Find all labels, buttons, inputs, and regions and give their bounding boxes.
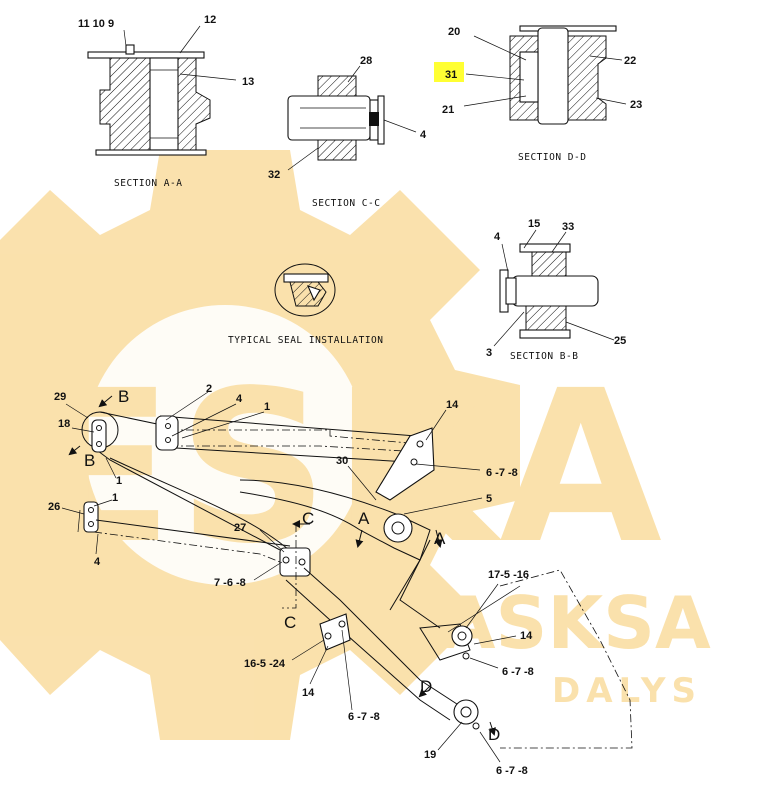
marker-d-top: D: [420, 677, 432, 696]
label-6-7-8-d: 6 -7 -8: [496, 765, 528, 777]
label-26: 26: [48, 501, 60, 513]
label-5: 5: [486, 493, 492, 505]
label-14-right: 14: [520, 630, 533, 642]
label-11-10-9: 11 10 9: [78, 18, 114, 30]
watermark-sub1: DASKSA: [380, 581, 711, 665]
marker-c-top: C: [302, 509, 314, 528]
gear-watermark-icon: [0, 150, 520, 740]
seal-caption: TYPICAL SEAL INSTALLATION: [228, 335, 384, 346]
watermark-main: ESKA: [30, 345, 666, 590]
highlight-31: [434, 62, 464, 82]
label-7-6-8: 7 -6 -8: [214, 577, 246, 589]
section-bb-view: [493, 229, 615, 347]
label-28: 28: [360, 55, 372, 67]
section-dd-caption: SECTION D-D: [518, 152, 586, 163]
marker-b-bottom: B: [84, 451, 95, 470]
label-21: 21: [442, 104, 454, 116]
label-29: 29: [54, 391, 66, 403]
label-4-cc: 4: [420, 129, 427, 141]
label-12: 12: [204, 14, 216, 26]
marker-a-left: A: [358, 509, 370, 528]
watermark: ESKA DASKSA DALYS: [0, 150, 711, 740]
label-1-26: 1: [112, 492, 118, 504]
label-25: 25: [614, 335, 626, 347]
label-20: 20: [448, 26, 460, 38]
label-27: 27: [234, 522, 246, 534]
label-17-5-16: 17-5 -16: [488, 569, 529, 581]
label-15: 15: [528, 218, 540, 230]
label-19: 19: [424, 749, 436, 761]
label-4-bb: 4: [494, 231, 501, 243]
label-6-7-8-a: 6 -7 -8: [486, 467, 518, 479]
section-dd-view: [463, 25, 627, 125]
section-aa-view: [87, 25, 237, 156]
section-bb-caption: SECTION B-B: [510, 351, 578, 362]
label-6-7-8-b: 6 -7 -8: [502, 666, 534, 678]
label-6-7-8-c: 6 -7 -8: [348, 711, 380, 723]
label-14-bottom: 14: [302, 687, 315, 699]
label-32: 32: [268, 169, 280, 181]
label-30: 30: [336, 455, 348, 467]
label-23: 23: [630, 99, 642, 111]
label-13: 13: [242, 76, 254, 88]
marker-c-bottom: C: [284, 613, 296, 632]
linkage-assembly: [61, 391, 633, 763]
section-cc-view: [287, 65, 417, 171]
label-1-top: 1: [264, 401, 270, 413]
marker-b-top: B: [118, 387, 129, 406]
label-3: 3: [486, 347, 492, 359]
label-14-top: 14: [446, 399, 459, 411]
label-2: 2: [206, 383, 212, 395]
marker-d-bottom: D: [488, 725, 500, 744]
label-4-top: 4: [236, 393, 243, 405]
marker-a-right: A: [434, 529, 446, 548]
label-16-5-24: 16-5 -24: [244, 658, 286, 670]
label-31: 31: [445, 69, 457, 81]
label-22: 22: [624, 55, 636, 67]
label-33: 33: [562, 221, 574, 233]
watermark-sub2: DALYS: [552, 671, 702, 711]
label-1-left: 1: [116, 475, 122, 487]
label-4-26: 4: [94, 556, 101, 568]
label-18: 18: [58, 418, 70, 430]
section-cc-caption: SECTION C-C: [312, 198, 380, 209]
section-aa-caption: SECTION A-A: [114, 178, 182, 189]
seal-detail-view: [274, 263, 336, 317]
